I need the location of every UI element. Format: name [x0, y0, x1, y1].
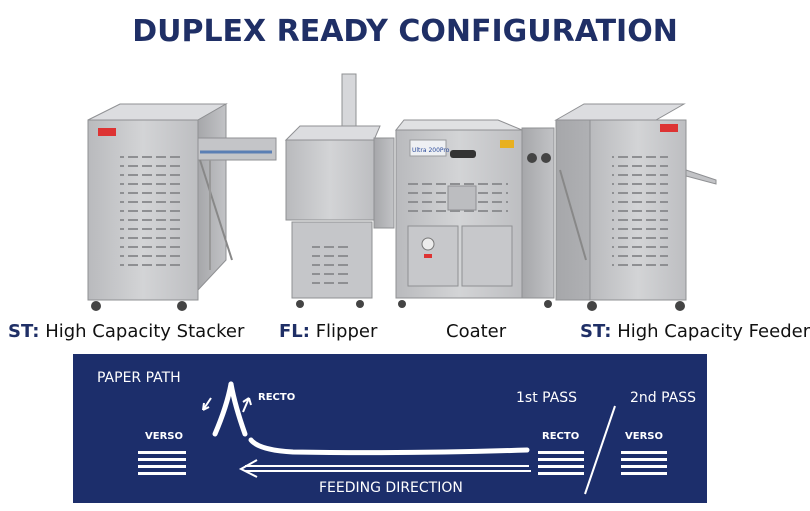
feeder-machine: [554, 103, 717, 311]
flip-arrow-right-icon: [242, 397, 250, 413]
pass-divider: [584, 405, 616, 495]
paper-path-curve: [248, 437, 530, 456]
label-feeder: ST: High Capacity Feeder: [580, 321, 810, 342]
label-coater: Coater: [446, 321, 506, 342]
recto-label-top: RECTO: [258, 392, 296, 403]
label-flipper: FL: Flipper: [279, 321, 377, 342]
stacker-machine: [87, 103, 277, 311]
recto-label-right: RECTO: [542, 431, 580, 442]
feeder-code: ST:: [580, 321, 612, 342]
verso-stack-left-icon: [138, 451, 186, 475]
verso-label-left: VERSO: [145, 431, 183, 442]
first-pass-label: 1st PASS: [516, 390, 578, 406]
paper-path-panel: PAPER PATH RECTO VERSO 1st PASS 2nd PASS…: [73, 354, 707, 503]
recto-stack-icon: [538, 451, 584, 475]
flip-path-left: [212, 381, 234, 437]
stacker-code: ST:: [8, 321, 40, 342]
coater-name: Coater: [446, 321, 507, 342]
coater-machine: Ultra 200Pro: [394, 119, 555, 308]
coater-badge: Ultra 200Pro: [412, 147, 450, 154]
second-pass-label: 2nd PASS: [630, 390, 697, 406]
flip-path-right: [228, 381, 248, 437]
machine-illustration: Ultra 200Pro: [87, 73, 717, 311]
verso-label-right: VERSO: [625, 431, 663, 442]
flipper-code: FL:: [279, 321, 310, 342]
flip-arrow-left-icon: [202, 397, 212, 411]
feeder-name: High Capacity Feeder: [617, 321, 810, 342]
flipper-machine: [284, 73, 395, 308]
feeding-direction-label: FEEDING DIRECTION: [319, 480, 463, 496]
flipper-name: Flipper: [315, 321, 378, 342]
stacker-name: High Capacity Stacker: [45, 321, 245, 342]
verso-stack-right-icon: [621, 451, 667, 475]
label-stacker: ST: High Capacity Stacker: [8, 321, 244, 342]
paper-path-heading: PAPER PATH: [97, 370, 181, 386]
page-title: DUPLEX READY CONFIGURATION: [132, 14, 678, 49]
paper-path-diagram: [138, 381, 667, 495]
